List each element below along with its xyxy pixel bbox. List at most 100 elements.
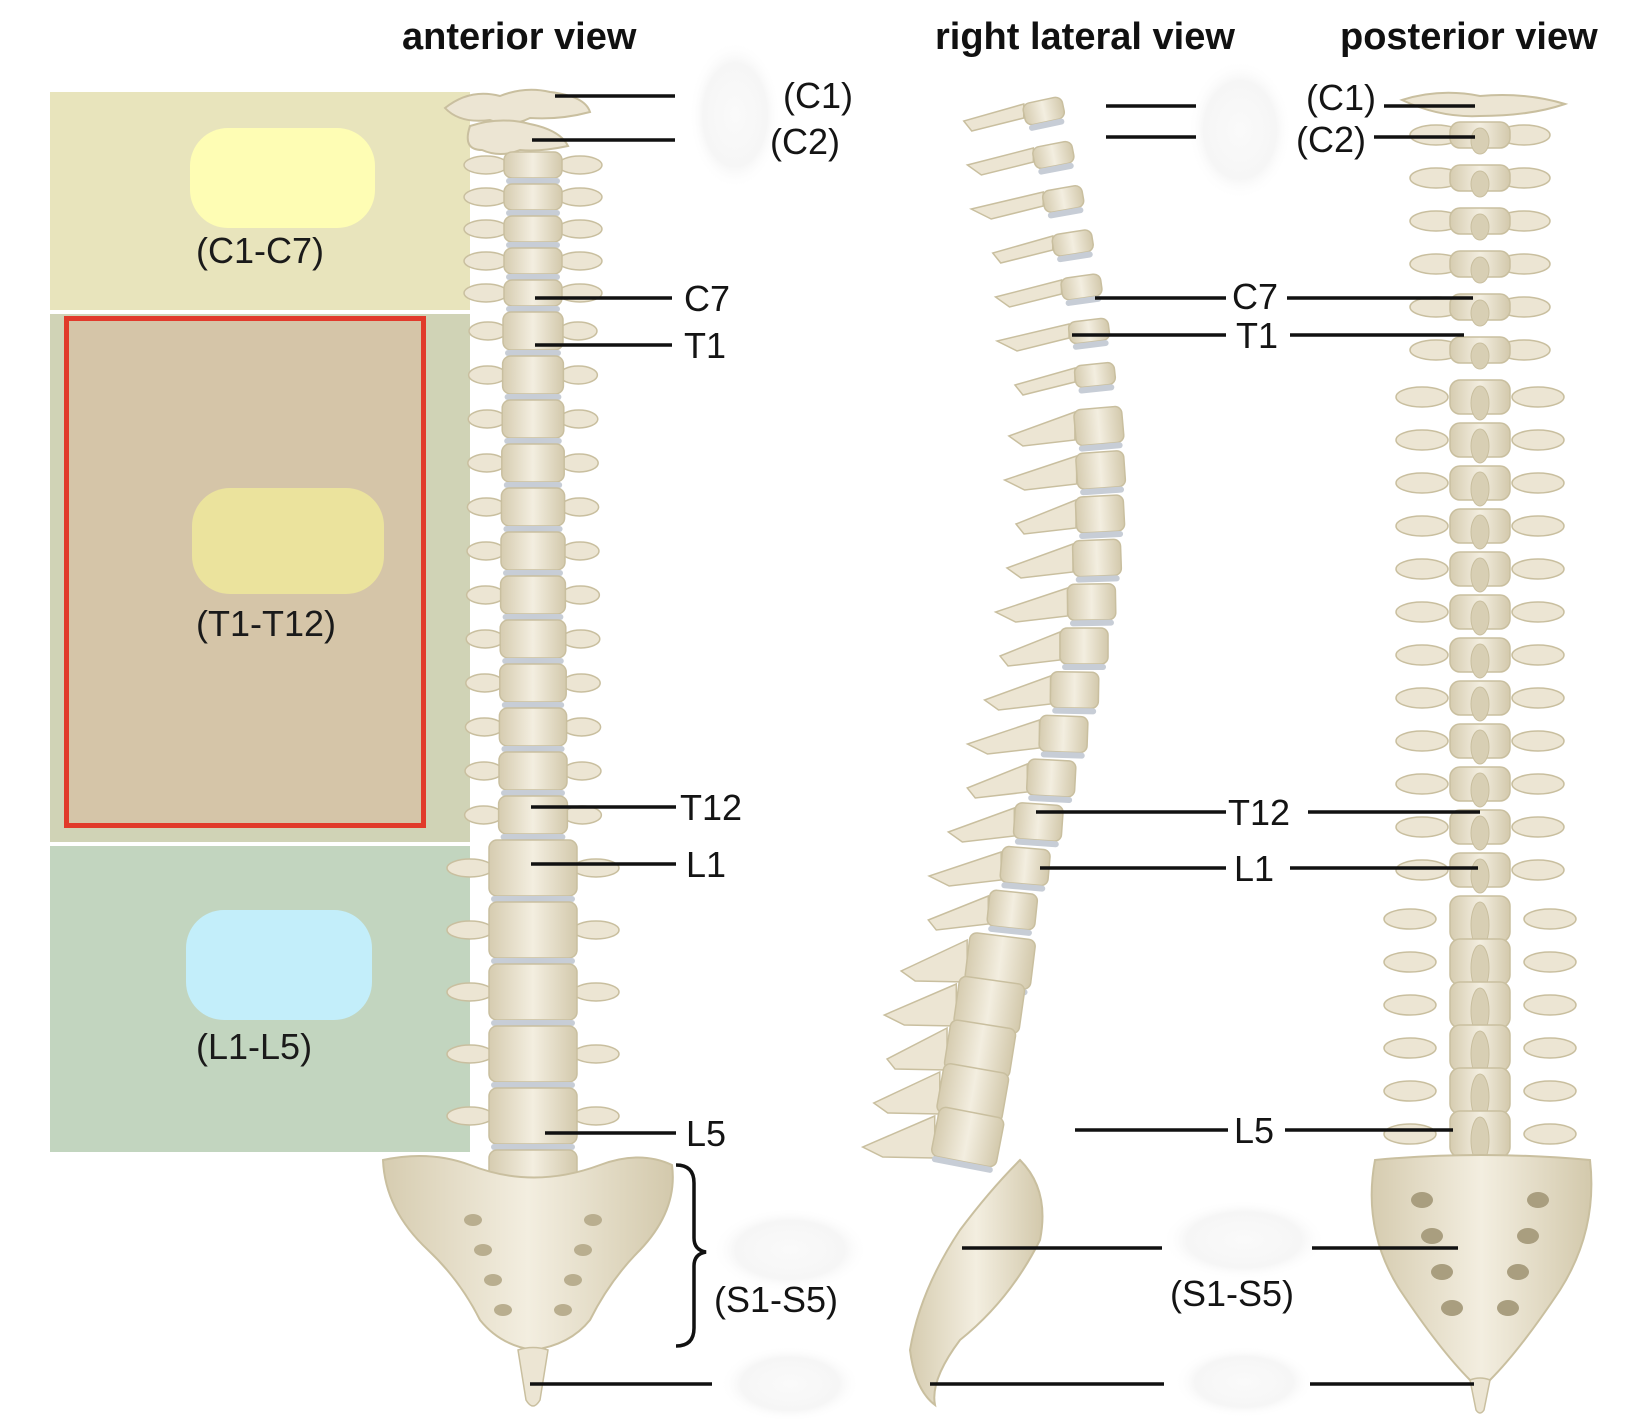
spinous-process (899, 938, 968, 983)
anterior-l1-label: L1 (686, 844, 727, 885)
spinous-process (1470, 858, 1490, 894)
transverse-process (557, 251, 603, 271)
transverse-process (559, 497, 600, 517)
lamina (1395, 472, 1449, 494)
vertebral-body (1049, 670, 1100, 710)
lamina (1511, 515, 1565, 537)
spinous-process (993, 586, 1069, 623)
sacrum-name-smudge (712, 1208, 868, 1292)
intervertebral-disc (491, 958, 575, 964)
intervertebral-disc (1001, 882, 1046, 892)
transverse-process (557, 155, 603, 175)
sacral-foramen (1441, 1300, 1463, 1316)
axis-vertebra (466, 119, 570, 155)
sacral-foramen (484, 1274, 502, 1286)
vertebral-body (497, 795, 569, 835)
spinous-process (1470, 557, 1490, 593)
lateral-l5-label: L5 (1234, 1110, 1275, 1151)
vertebral-body (999, 845, 1051, 887)
intervertebral-disc (491, 1020, 575, 1026)
posterior-c2-label: (C2) (1296, 119, 1366, 160)
spinous-process (1002, 454, 1078, 491)
transverse-process (464, 761, 504, 781)
spinous-process (965, 147, 1035, 176)
intervertebral-disc (1014, 838, 1059, 848)
intervertebral-disc (491, 1082, 575, 1088)
transverse-process (466, 541, 506, 561)
lumbar-range-label: (L1-L5) (196, 1026, 313, 1067)
spinous-process (1470, 342, 1490, 370)
sacral-foramen (584, 1214, 602, 1226)
intervertebral-disc (1040, 751, 1085, 759)
lamina (1511, 687, 1565, 709)
spinous-process (993, 279, 1063, 308)
vertebral-body (488, 839, 578, 897)
lamina (1395, 816, 1449, 838)
intervertebral-disc (1072, 340, 1109, 350)
sacral-foramen (1527, 1192, 1549, 1208)
lumbar-name-redaction (186, 910, 372, 1020)
lamina (1523, 1037, 1577, 1059)
vertebral-body (1071, 538, 1123, 578)
spinous-process (1470, 729, 1490, 765)
transverse-process (466, 497, 507, 517)
vertebral-body (501, 355, 565, 395)
vertebral-body (1066, 582, 1117, 622)
vertebral-body (501, 399, 565, 439)
transverse-process (557, 187, 603, 207)
intervertebral-disc (1038, 162, 1074, 175)
lateral-c7-label: C7 (1232, 276, 1279, 317)
transverse-process (465, 585, 506, 605)
vertebral-body (1073, 361, 1117, 389)
lateral-t12-label: T12 (1228, 792, 1291, 833)
spinous-process (1470, 686, 1490, 722)
intervertebral-disc (1080, 486, 1125, 496)
sacral-foramen (1421, 1228, 1443, 1244)
lamina (1511, 601, 1565, 623)
spinous-process (882, 982, 958, 1027)
sacral-foramen (1497, 1300, 1519, 1316)
vertebral-body (488, 1087, 578, 1145)
vertebral-body (503, 247, 563, 275)
vertebral-body (1074, 494, 1126, 534)
lamina (1383, 1123, 1437, 1145)
intervertebral-disc (506, 178, 560, 184)
vertebral-body (498, 751, 568, 791)
posterior-view-title: posterior view (1340, 16, 1598, 58)
lamina (1511, 773, 1565, 795)
transverse-process (463, 805, 504, 825)
vertebral-body (499, 619, 567, 659)
thoracic-name-redaction (192, 488, 384, 594)
spinous-process (1470, 815, 1490, 851)
vertebral-body (503, 279, 563, 307)
lamina (1511, 644, 1565, 666)
lamina (1395, 601, 1449, 623)
lamina (1395, 859, 1449, 881)
vertebral-body (488, 901, 578, 959)
spinous-process (966, 762, 1028, 799)
lamina (1523, 1123, 1577, 1145)
posterior-atlas (1399, 91, 1569, 118)
lamina (1511, 558, 1565, 580)
intervertebral-disc (1079, 530, 1124, 539)
vertebral-body (501, 443, 565, 483)
vertebral-body (503, 151, 563, 179)
lateral-t1-label: T1 (1236, 315, 1279, 356)
vertebral-body (1038, 714, 1089, 754)
transverse-process (463, 155, 509, 175)
transverse-process (572, 1106, 620, 1126)
lateral-c-name-smudge (1188, 60, 1292, 200)
intervertebral-disc (501, 790, 565, 796)
intervertebral-disc (1065, 295, 1102, 306)
intervertebral-disc (1078, 442, 1123, 452)
posterior-c1-label: (C1) (1306, 77, 1376, 118)
intervertebral-disc (504, 438, 562, 444)
lamina (1383, 1037, 1437, 1059)
intervertebral-disc (1052, 707, 1097, 715)
sacral-foramen (1411, 1192, 1433, 1208)
lamina (1523, 994, 1577, 1016)
intervertebral-disc (506, 274, 560, 280)
lateral-view-title: right lateral view (935, 16, 1235, 58)
spinous-process (994, 323, 1070, 352)
spinous-process (1470, 385, 1490, 421)
